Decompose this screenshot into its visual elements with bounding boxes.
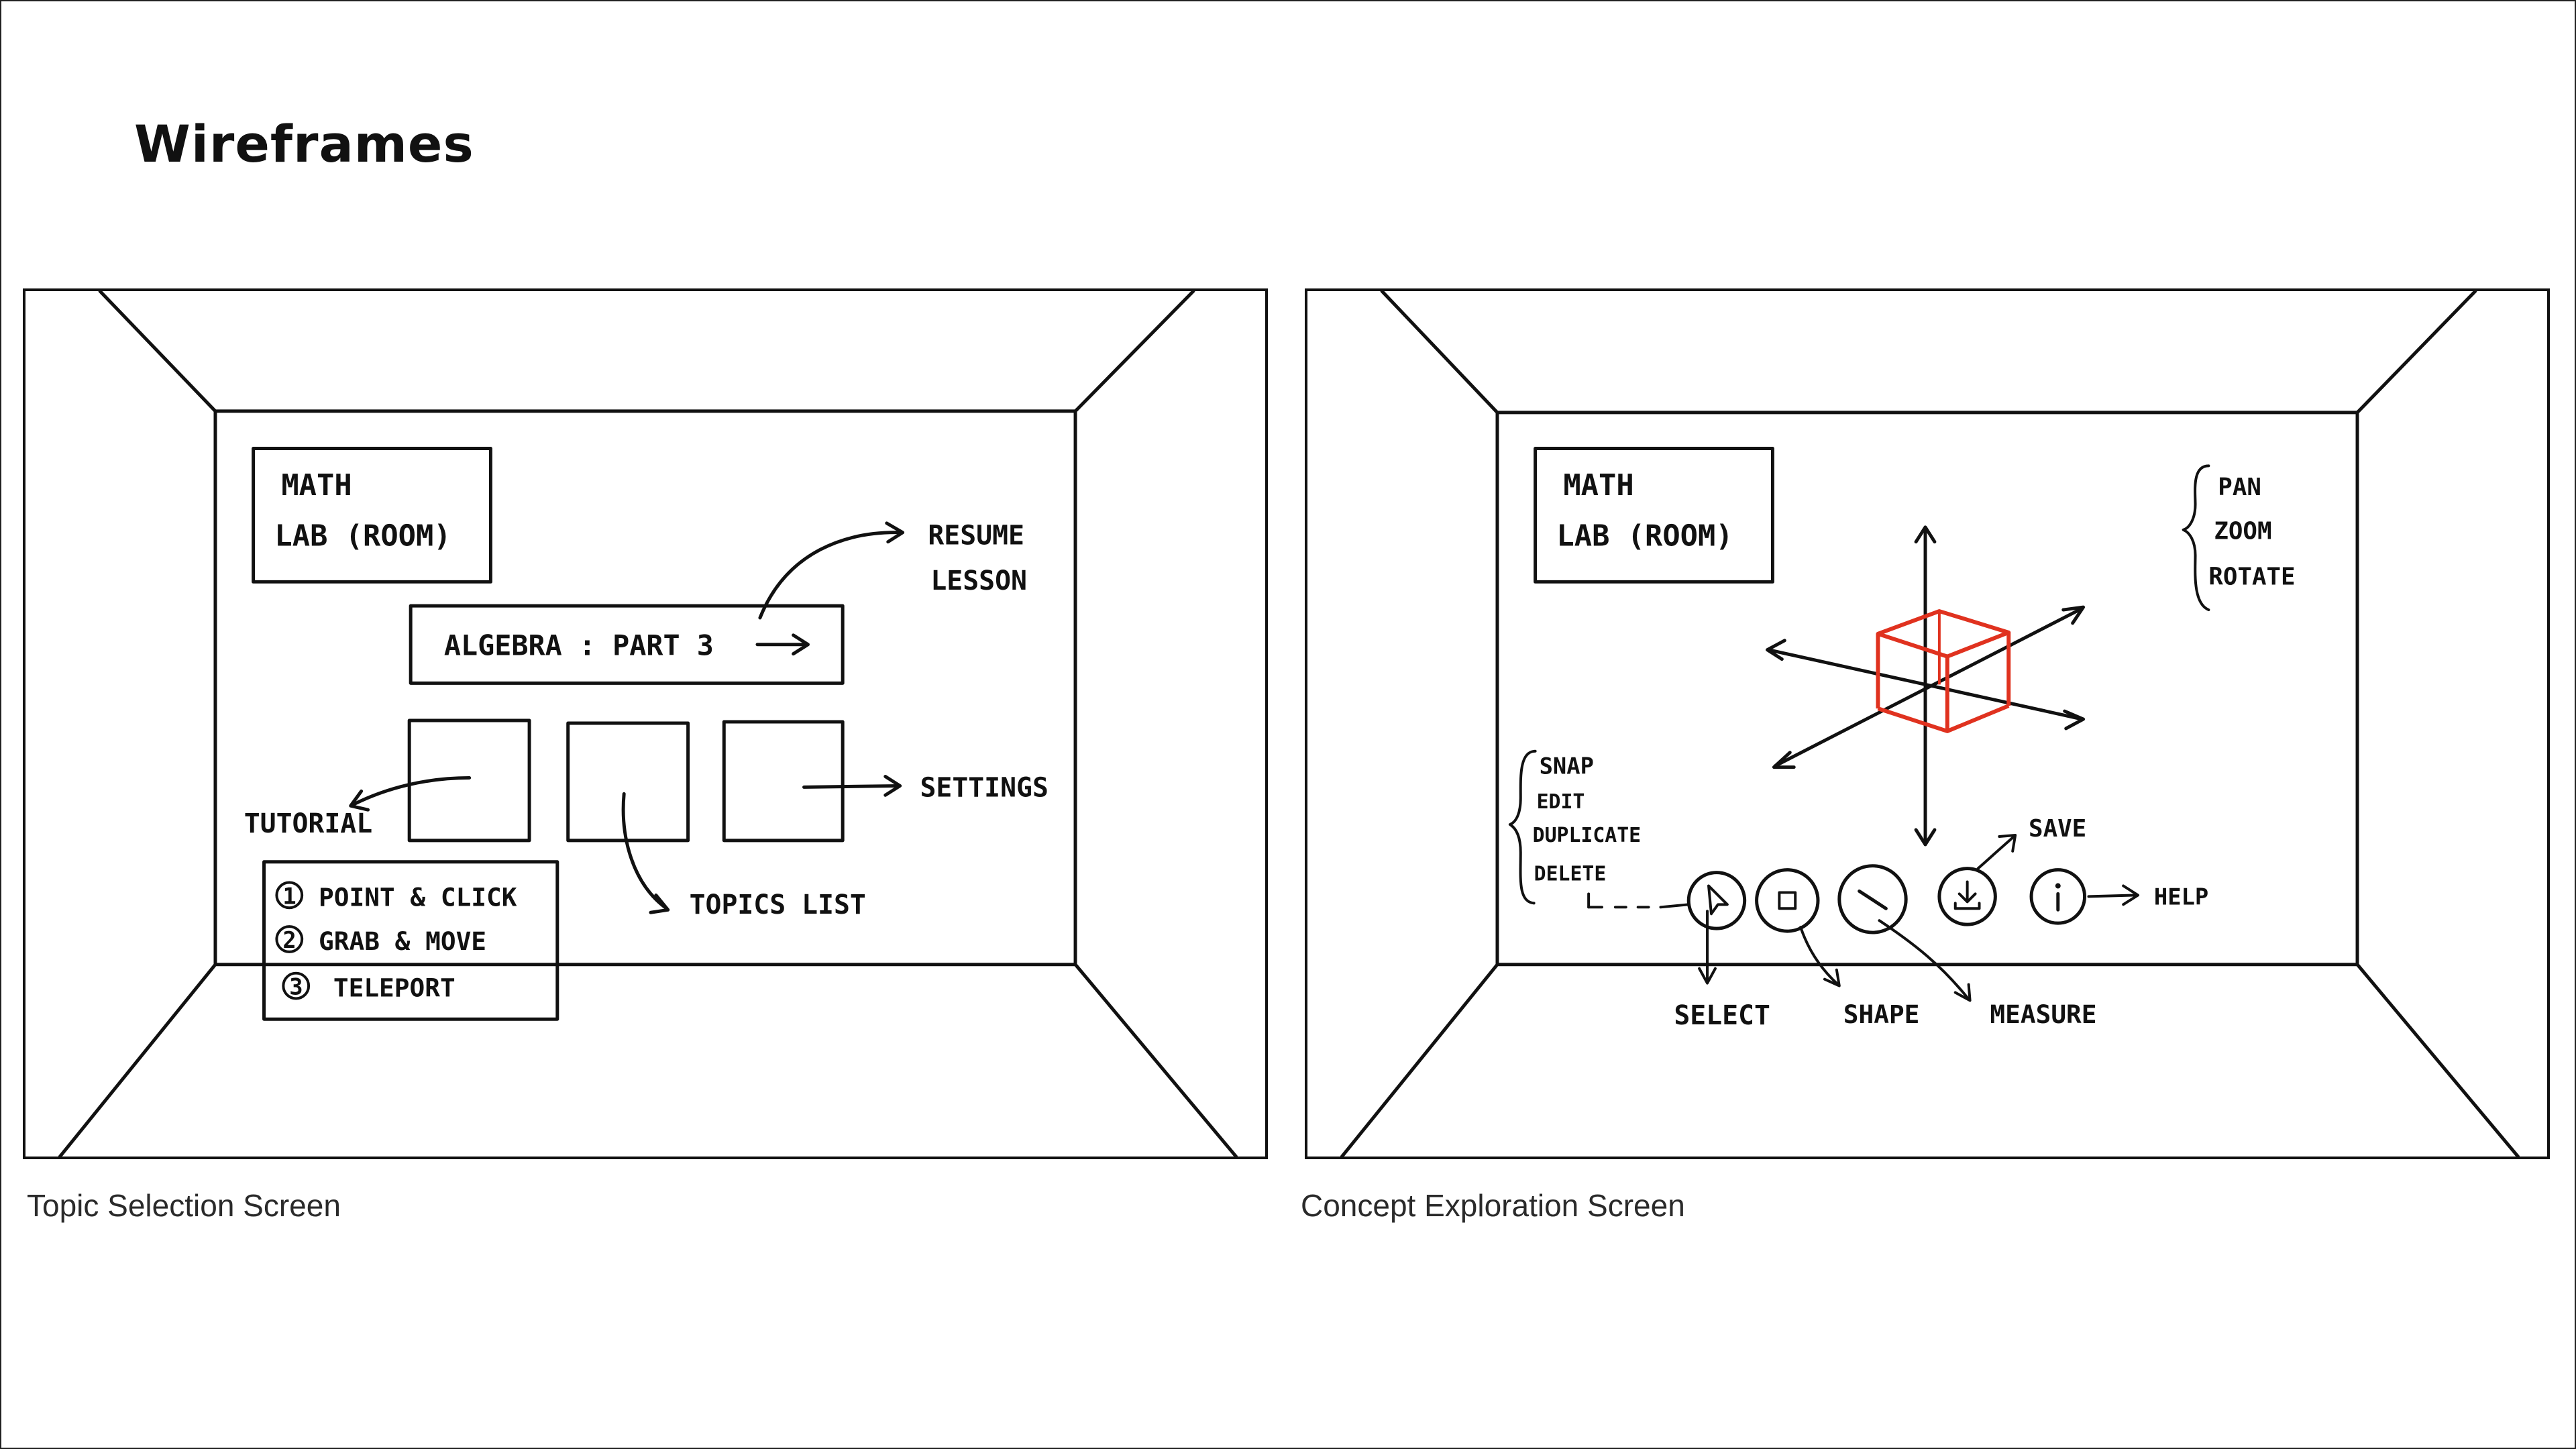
info-icon (2055, 883, 2061, 912)
resume-label-line1: RESUME (928, 521, 1024, 551)
edit-control-delete[interactable]: DELETE (1534, 863, 1607, 886)
page-title: Wireframes (134, 114, 474, 174)
room-perspective (1340, 291, 2520, 1157)
ceiling-edge-right (2355, 291, 2477, 415)
floor-edge-left (58, 963, 217, 1157)
concept-exploration-wireframe: MATH LAB (ROOM) PAN ZOOM ROTA (1305, 288, 2550, 1159)
measure-tool-button[interactable] (1837, 864, 1908, 934)
ceiling-edge-left (1380, 291, 1499, 415)
room-label-line2: LAB (ROOM) (274, 519, 451, 553)
topics-list-tile[interactable] (566, 721, 690, 843)
square-icon (1778, 891, 1797, 910)
tutorial-label: TUTORIAL (244, 808, 372, 839)
select-tool-button[interactable] (1686, 871, 1747, 930)
edit-control-snap[interactable]: SNAP (1540, 753, 1594, 780)
tutorial-step-3: 3 TELEPORT (282, 971, 455, 1002)
concept-exploration-drawing: MATH LAB (ROOM) PAN ZOOM ROTA (1340, 291, 2520, 1157)
help-tool-button[interactable] (2029, 868, 2087, 925)
settings-tile[interactable] (722, 720, 845, 843)
settings-arrow (802, 775, 902, 797)
step-text-3: TELEPORT (333, 973, 455, 1002)
edit-control-edit[interactable]: EDIT (1537, 790, 1585, 814)
topic-selection-caption: Topic Selection Screen (27, 1188, 341, 1223)
step-text-2: GRAB & MOVE (319, 926, 486, 956)
step-number-3: 3 (289, 973, 303, 1000)
room-label-line1: MATH (1563, 468, 1633, 502)
topic-selection-drawing: MATH LAB (ROOM) ALGEBRA : PART 3 RESUME … (58, 291, 1238, 1157)
tutorial-arrow (349, 776, 472, 812)
resume-label-line2: LESSON (930, 566, 1027, 596)
shape-arrow (1799, 926, 1839, 986)
topics-list-label: TOPICS LIST (690, 890, 866, 920)
step-number-2: 2 (282, 927, 296, 953)
room-perspective (58, 291, 1238, 1157)
step-number-1: 1 (282, 883, 296, 909)
room-label-box: MATH LAB (ROOM) (252, 447, 492, 584)
resume-arrow (758, 521, 905, 620)
save-label: SAVE (2029, 815, 2086, 843)
floor-edge-left (1340, 963, 1499, 1157)
save-arrow (1976, 835, 2016, 870)
view-control-pan[interactable]: PAN (2218, 474, 2261, 501)
room-label-box: MATH LAB (ROOM) (1534, 447, 1774, 584)
view-control-zoom[interactable]: ZOOM (2214, 518, 2271, 545)
room-label-line2: LAB (ROOM) (1556, 519, 1733, 553)
arrow-right-icon (755, 633, 810, 656)
tutorial-step-2: 2 GRAB & MOVE (275, 925, 486, 956)
ceiling-edge-left (98, 291, 217, 413)
topics-list-arrow (621, 792, 670, 914)
ruler-line-icon (1858, 889, 1888, 910)
measure-arrow (1878, 919, 1970, 1001)
tutorial-step-1: 1 POINT & CLICK (275, 881, 517, 912)
ceiling-edge-right (1073, 291, 1195, 413)
3d-axes-icon (1765, 525, 2086, 847)
tutorial-tile[interactable] (407, 718, 531, 843)
step-text-1: POINT & CLICK (319, 882, 517, 912)
edit-controls-brace (1508, 749, 1537, 905)
axis-horizontal (1766, 648, 2084, 721)
help-arrow (2087, 894, 2139, 898)
view-controls-brace (2182, 464, 2210, 612)
algebra-lesson-bar[interactable]: ALGEBRA : PART 3 (409, 604, 845, 685)
floor-edge-right (2355, 963, 2520, 1157)
back-wall (1495, 411, 2359, 967)
back-wall (213, 409, 1077, 967)
cube-icon[interactable] (1876, 609, 2011, 733)
axis-depth (1773, 606, 2084, 768)
edit-control-duplicate[interactable]: DUPLICATE (1533, 824, 1641, 847)
download-icon (1953, 880, 1981, 910)
shape-tool-button[interactable] (1755, 868, 1820, 933)
topic-selection-wireframe: MATH LAB (ROOM) ALGEBRA : PART 3 RESUME … (23, 288, 1268, 1159)
edit-connector (1587, 892, 1690, 909)
room-label-line1: MATH (281, 468, 352, 502)
help-label: HELP (2154, 883, 2208, 910)
algebra-lesson-label: ALGEBRA : PART 3 (444, 629, 714, 662)
tutorial-steps-box: 1 POINT & CLICK 2 GRAB & MOVE 3 TELEPORT (262, 860, 559, 1021)
concept-exploration-caption: Concept Exploration Screen (1301, 1188, 1685, 1223)
floor-edge-right (1073, 963, 1238, 1157)
settings-label: SETTINGS (920, 772, 1048, 803)
cursor-icon (1707, 884, 1729, 916)
tool-arrows (1698, 833, 2140, 1002)
save-tool-button[interactable] (1937, 867, 1997, 926)
view-control-rotate[interactable]: ROTATE (2208, 563, 2295, 590)
shape-label: SHAPE (1843, 1000, 1920, 1029)
measure-label: MEASURE (1990, 1000, 2096, 1029)
select-label: SELECT (1674, 1000, 1770, 1031)
